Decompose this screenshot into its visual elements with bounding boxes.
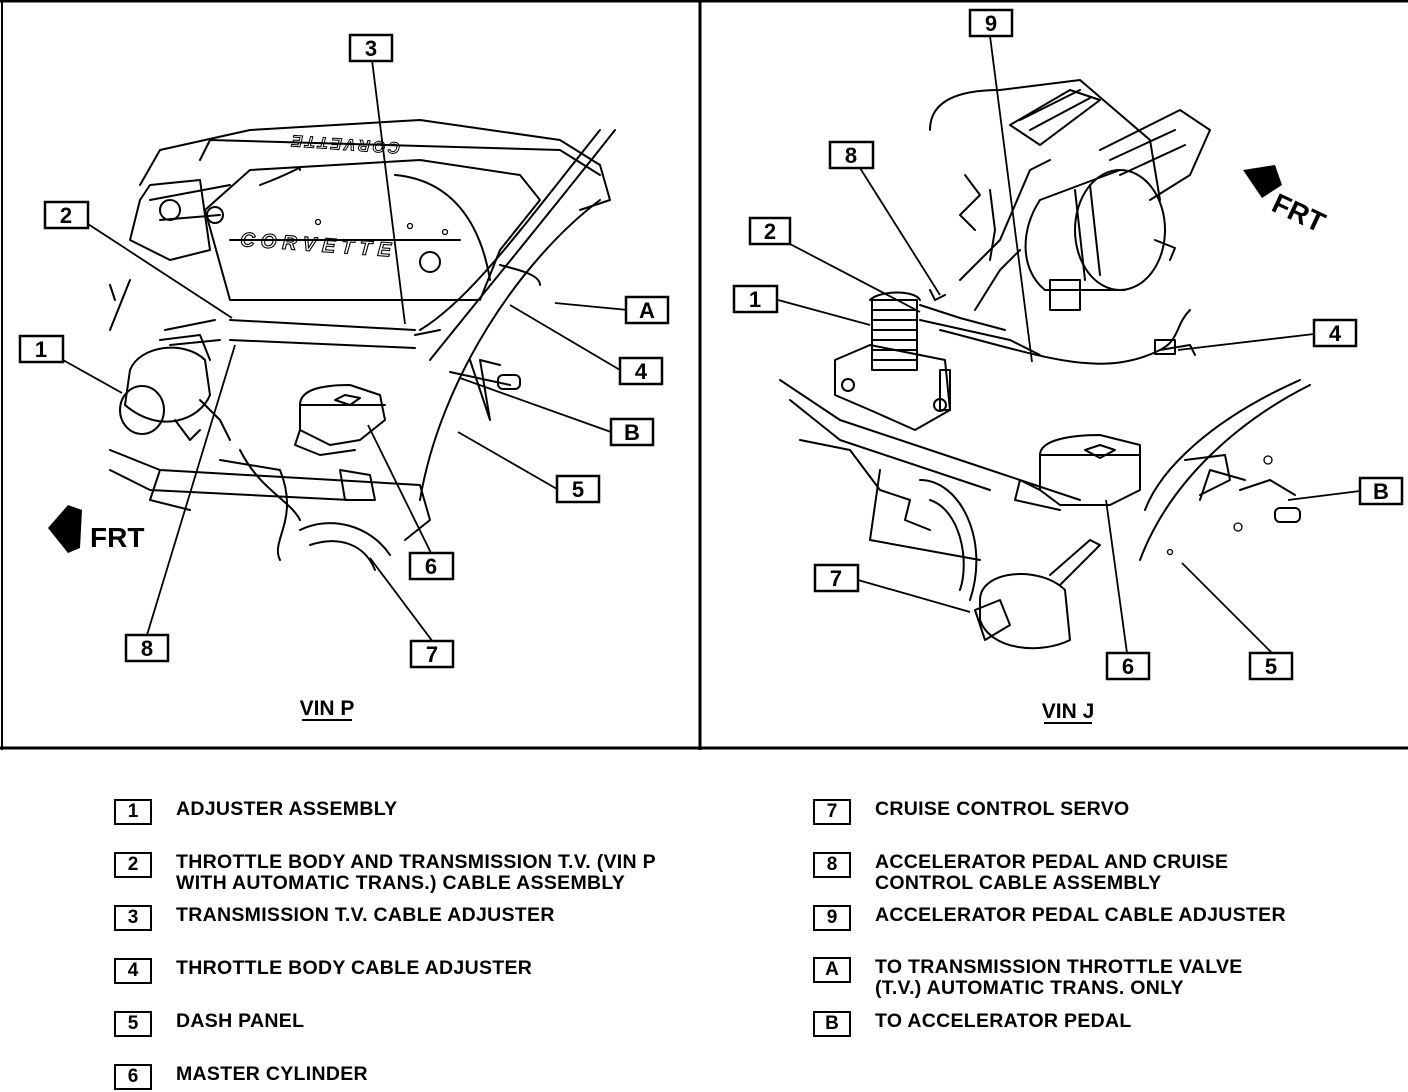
svg-text:3: 3 bbox=[365, 36, 377, 61]
svg-text:1: 1 bbox=[35, 337, 47, 362]
left-panel-title: VIN P bbox=[300, 697, 355, 720]
svg-text:2: 2 bbox=[60, 203, 72, 228]
right-callout-8: 8 bbox=[828, 140, 875, 170]
legend-item-A: A TO TRANSMISSION THROTTLE VALVE (T.V.) … bbox=[813, 957, 1243, 999]
svg-text:B: B bbox=[1373, 479, 1389, 504]
svg-text:5: 5 bbox=[1265, 654, 1277, 679]
legend-text: ACCELERATOR PEDAL AND CRUISE CONTROL CAB… bbox=[875, 851, 1229, 894]
legend-item-3: 3 TRANSMISSION T.V. CABLE ADJUSTER bbox=[114, 905, 555, 931]
legend-item-2: 2 THROTTLE BODY AND TRANSMISSION T.V. (V… bbox=[114, 852, 656, 894]
left-callout-8: 8 bbox=[124, 633, 170, 663]
right-callout-7: 7 bbox=[813, 563, 860, 593]
right-callout-6: 6 bbox=[1105, 651, 1151, 681]
legend-text: TRANSMISSION T.V. CABLE ADJUSTER bbox=[176, 904, 555, 926]
right-callout-2: 2 bbox=[748, 216, 792, 246]
legend-item-4: 4 THROTTLE BODY CABLE ADJUSTER bbox=[114, 958, 532, 984]
right-panel-title: VIN J bbox=[1042, 700, 1095, 723]
legend-key: 6 bbox=[114, 1064, 152, 1090]
svg-text:2: 2 bbox=[764, 219, 776, 244]
legend-key: 3 bbox=[114, 905, 152, 931]
svg-text:8: 8 bbox=[845, 143, 857, 168]
svg-text:6: 6 bbox=[1122, 654, 1134, 679]
legend-item-B: B TO ACCELERATOR PEDAL bbox=[813, 1011, 1132, 1037]
legend-item-9: 9 ACCELERATOR PEDAL CABLE ADJUSTER bbox=[813, 905, 1286, 931]
legend-item-1: 1 ADJUSTER ASSEMBLY bbox=[114, 799, 397, 825]
legend-text: TO TRANSMISSION THROTTLE VALVE (T.V.) AU… bbox=[875, 956, 1243, 999]
legend-key: 7 bbox=[813, 799, 851, 825]
left-panel-drawing: FRT CORVETTE CORVETTE bbox=[48, 119, 616, 571]
right-callout-9: 9 bbox=[968, 8, 1014, 38]
legend-key: 1 bbox=[114, 799, 152, 825]
svg-text:5: 5 bbox=[572, 477, 584, 502]
legend-key: 4 bbox=[114, 958, 152, 984]
right-frt-arrow-icon bbox=[1243, 165, 1282, 198]
diagram-artwork: FRT CORVETTE CORVETTE 1 2 3 4 5 6 7 8 A … bbox=[0, 0, 1408, 750]
legend-text: MASTER CYLINDER bbox=[176, 1063, 368, 1085]
legend-text: ADJUSTER ASSEMBLY bbox=[176, 798, 398, 820]
right-frt-label: FRT bbox=[1267, 187, 1329, 238]
legend-item-5: 5 DASH PANEL bbox=[114, 1011, 304, 1037]
right-callout-1: 1 bbox=[732, 284, 779, 314]
svg-text:4: 4 bbox=[635, 359, 648, 384]
legend-text: THROTTLE BODY CABLE ADJUSTER bbox=[176, 957, 533, 979]
svg-text:1: 1 bbox=[749, 287, 761, 312]
svg-text:A: A bbox=[639, 298, 655, 323]
svg-text:B: B bbox=[624, 420, 640, 445]
svg-text:6: 6 bbox=[425, 554, 437, 579]
left-callout-4: 4 bbox=[618, 356, 664, 386]
legend-text: TO ACCELERATOR PEDAL bbox=[875, 1010, 1132, 1032]
legend-key: 9 bbox=[813, 905, 851, 931]
legend-item-7: 7 CRUISE CONTROL SERVO bbox=[813, 799, 1129, 825]
legend-text: CRUISE CONTROL SERVO bbox=[875, 798, 1130, 820]
left-callout-5: 5 bbox=[555, 474, 601, 504]
left-callout-leaders bbox=[62, 59, 629, 643]
legend-key: 8 bbox=[813, 852, 851, 878]
svg-text:7: 7 bbox=[426, 642, 438, 667]
right-callout-4: 4 bbox=[1312, 318, 1358, 348]
svg-text:9: 9 bbox=[985, 11, 997, 36]
svg-text:7: 7 bbox=[830, 566, 842, 591]
right-callout-5: 5 bbox=[1248, 651, 1294, 681]
right-callout-B: B bbox=[1358, 476, 1404, 506]
right-callout-leaders bbox=[777, 35, 1361, 654]
legend-item-8: 8 ACCELERATOR PEDAL AND CRUISE CONTROL C… bbox=[813, 852, 1228, 894]
legend-key: B bbox=[813, 1011, 851, 1037]
left-callout-B: B bbox=[609, 417, 655, 447]
left-frt-label: FRT bbox=[90, 522, 144, 553]
legend-key: 5 bbox=[114, 1011, 152, 1037]
left-callout-6: 6 bbox=[408, 551, 455, 581]
left-callout-7: 7 bbox=[409, 639, 455, 669]
left-frt-arrow-icon bbox=[48, 505, 82, 553]
legend-key: 2 bbox=[114, 852, 152, 878]
svg-text:4: 4 bbox=[1329, 321, 1342, 346]
legend-item-6: 6 MASTER CYLINDER bbox=[114, 1064, 368, 1090]
legend-text: DASH PANEL bbox=[176, 1010, 305, 1032]
engine-logo: CORVETTE bbox=[240, 229, 398, 262]
svg-text:8: 8 bbox=[141, 636, 153, 661]
legend-key: A bbox=[813, 957, 851, 983]
left-callout-3: 3 bbox=[348, 33, 394, 63]
legend-text: THROTTLE BODY AND TRANSMISSION T.V. (VIN… bbox=[176, 851, 656, 894]
left-callout-A: A bbox=[624, 295, 670, 325]
left-callout-2: 2 bbox=[43, 200, 90, 230]
left-callout-1: 1 bbox=[18, 334, 65, 364]
legend-text: ACCELERATOR PEDAL CABLE ADJUSTER bbox=[875, 904, 1286, 926]
